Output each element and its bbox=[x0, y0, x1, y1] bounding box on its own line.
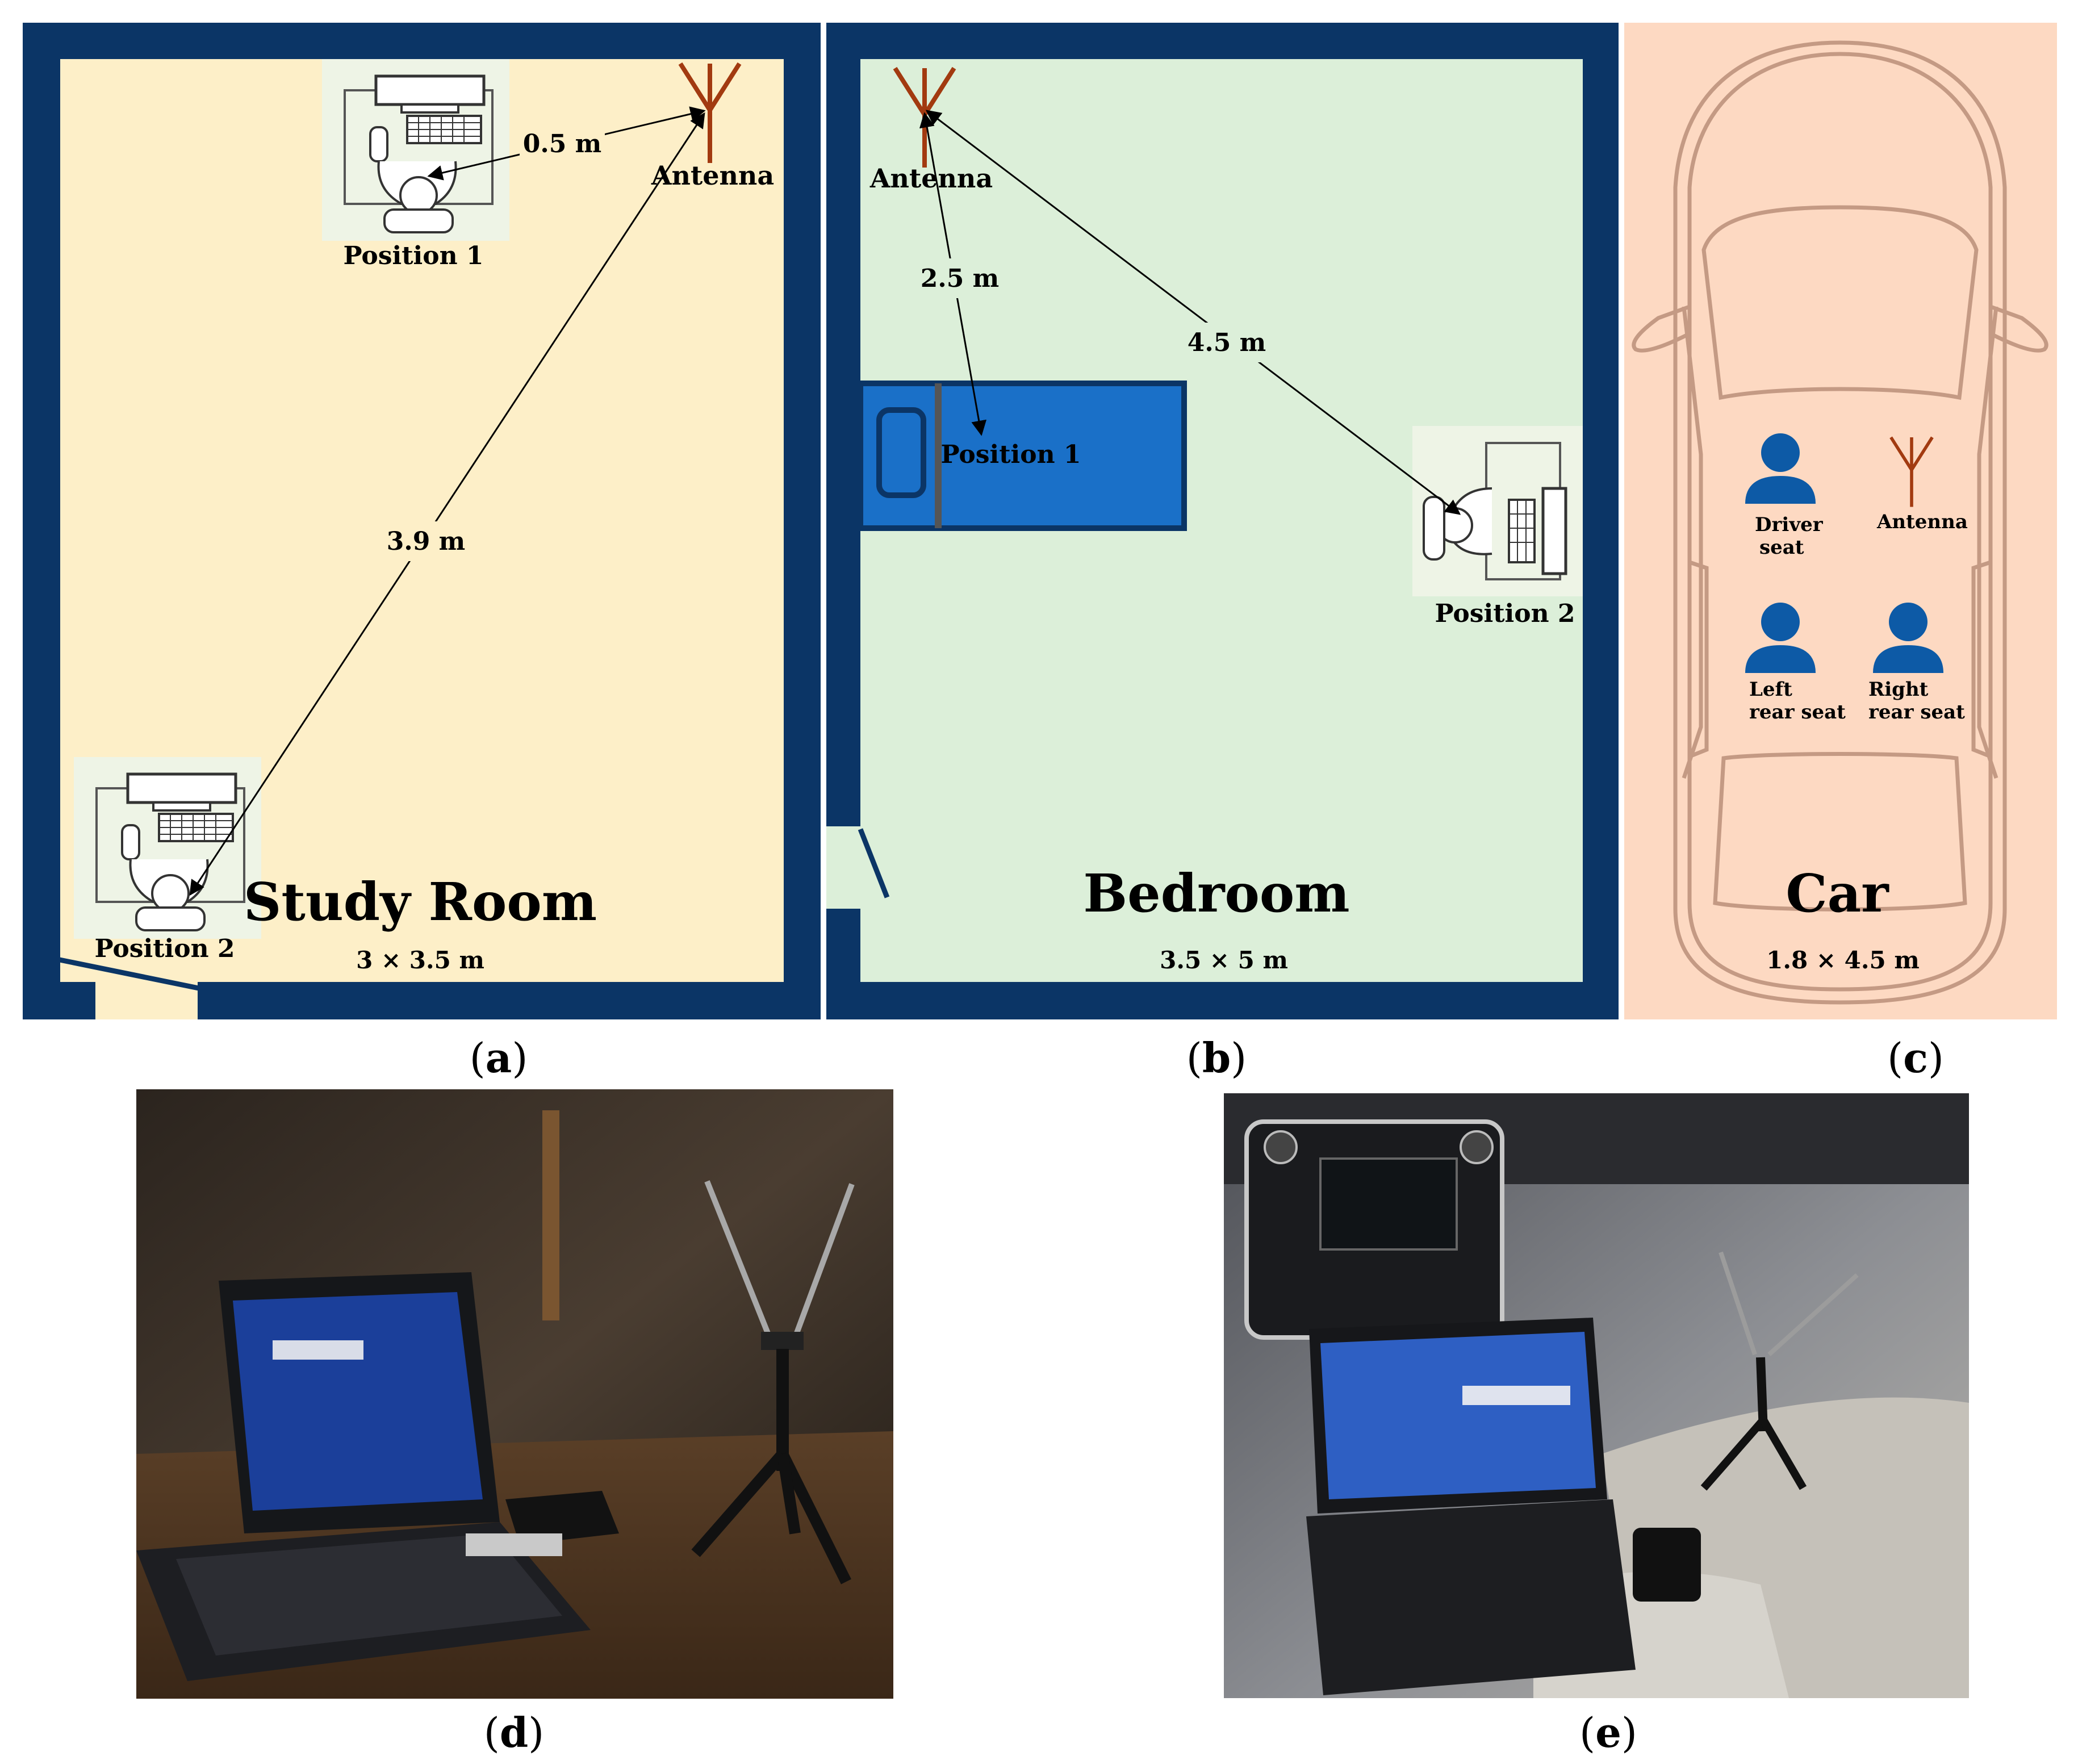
bedroom-distance-arrow-2 bbox=[925, 110, 1461, 515]
study-workstation-position-2 bbox=[74, 757, 261, 939]
caption-e: (e) bbox=[1579, 1708, 1637, 1757]
panel-car: Driver seat Antenna Left rear seat Right… bbox=[1624, 23, 2057, 1019]
bedroom-distance-label-2: 4.5 m bbox=[1188, 328, 1266, 357]
photo-car-setup bbox=[1224, 1093, 1969, 1698]
right-rear-seat-label-line2: rear seat bbox=[1868, 701, 1965, 724]
bedroom-distance-label-1: 2.5 m bbox=[921, 264, 999, 293]
driver-seat-label-line1: Driver bbox=[1755, 513, 1824, 536]
caption-a: (a) bbox=[469, 1034, 528, 1082]
study-position-2-label: Position 2 bbox=[94, 934, 235, 963]
study-room-title: Study Room bbox=[244, 871, 597, 933]
car-background bbox=[1624, 23, 2057, 1019]
right-rear-seat-label-line1: Right bbox=[1868, 678, 1929, 701]
bedroom-antenna-label: Antenna bbox=[869, 163, 993, 194]
study-antenna-label: Antenna bbox=[651, 160, 774, 191]
driver-seat-label-line2: seat bbox=[1759, 536, 1804, 559]
caption-c: (c) bbox=[1887, 1034, 1945, 1082]
bedroom-title: Bedroom bbox=[1083, 863, 1349, 924]
caption-d: (d) bbox=[483, 1708, 545, 1757]
car-size: 1.8 × 4.5 m bbox=[1766, 946, 1920, 974]
car-antenna-label: Antenna bbox=[1876, 511, 1968, 533]
bedroom-size: 3.5 × 5 m bbox=[1160, 946, 1288, 974]
study-distance-label-2: 3.9 m bbox=[387, 527, 465, 556]
photo-study-room-setup bbox=[136, 1089, 893, 1699]
study-room-size: 3 × 3.5 m bbox=[356, 946, 484, 974]
car-outline bbox=[1632, 40, 2048, 1005]
panel-bedroom: 2.5 m 4.5 m Antenna Position 1 Position … bbox=[826, 23, 1619, 1019]
car-title: Car bbox=[1786, 863, 1889, 924]
study-workstation-position-1 bbox=[322, 59, 509, 241]
bedroom-position-1-label: Position 1 bbox=[940, 440, 1081, 469]
study-room-door bbox=[59, 957, 199, 991]
bedroom-position-2-label: Position 2 bbox=[1435, 599, 1575, 628]
study-distance-arrow-2 bbox=[189, 112, 705, 896]
study-position-1-label: Position 1 bbox=[343, 241, 483, 270]
study-room-door-gap bbox=[95, 982, 198, 1019]
left-rear-seat-label-line2: rear seat bbox=[1749, 701, 1846, 724]
bed-pillow bbox=[876, 407, 926, 498]
bedroom-door bbox=[858, 828, 890, 898]
bedroom-workstation-position-2 bbox=[1412, 426, 1583, 596]
panel-study-room: 0.5 m 3.9 m Antenna Position 1 Position … bbox=[23, 23, 821, 1019]
bedroom-door-gap bbox=[826, 826, 860, 909]
left-rear-seat-label-line1: Left bbox=[1749, 678, 1792, 701]
study-distance-label-1: 0.5 m bbox=[523, 129, 601, 158]
caption-b: (b) bbox=[1186, 1034, 1247, 1082]
